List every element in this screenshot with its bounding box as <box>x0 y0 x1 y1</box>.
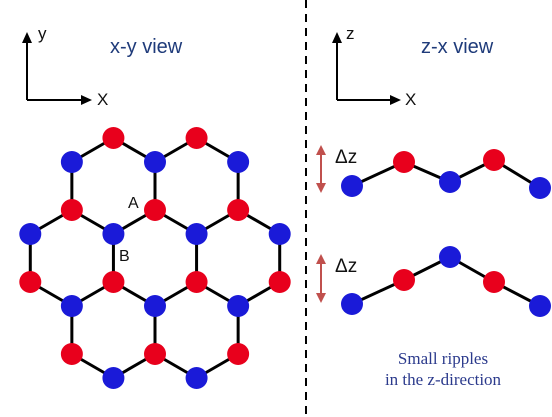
blue-atom <box>439 171 461 193</box>
ripple-chain-2 <box>341 246 551 317</box>
ripple-height-arrow-2 <box>316 254 326 303</box>
site-label-b: B <box>119 248 130 265</box>
blue-atom <box>60 151 83 173</box>
red-atom <box>102 271 125 293</box>
ripple-caption: Small ripples in the z-direction <box>358 348 528 390</box>
blue-atom <box>185 223 208 245</box>
blue-atom <box>341 293 363 315</box>
red-atom <box>227 343 250 365</box>
zx-view-title: z-x view <box>421 36 494 58</box>
red-atom <box>60 199 83 221</box>
blue-atom <box>19 223 42 245</box>
red-atom <box>102 127 125 149</box>
blue-atom <box>102 223 125 245</box>
red-atom <box>144 343 166 365</box>
red-atom <box>144 199 166 221</box>
ripple-height-label-1: Δz <box>335 147 358 168</box>
red-atom <box>60 343 83 365</box>
red-atom <box>185 271 208 293</box>
zx-axes <box>332 32 401 105</box>
blue-atom <box>102 367 125 389</box>
red-atom <box>393 151 415 173</box>
blue-atom <box>227 295 250 317</box>
blue-atom <box>185 367 208 389</box>
blue-atom <box>268 223 291 245</box>
blue-atom <box>227 151 250 173</box>
blue-atom <box>529 295 551 317</box>
red-atom <box>19 271 42 293</box>
xy-axes <box>22 32 92 105</box>
xy-axis-y-label: y <box>38 24 47 43</box>
red-atom <box>227 199 250 221</box>
blue-atom <box>341 175 363 197</box>
site-label-a: A <box>128 195 139 212</box>
zx-axis-x-label: X <box>405 90 417 109</box>
xy-axis-x-label: X <box>97 90 109 109</box>
red-atom <box>483 149 505 171</box>
ripple-height-label-2: Δz <box>335 256 358 277</box>
ripple-height-arrow-1 <box>316 145 326 193</box>
zx-axis-z-label: z <box>346 24 355 43</box>
caption-line-1: Small ripples <box>397 349 489 368</box>
red-atom <box>268 271 291 293</box>
blue-atom <box>144 151 166 173</box>
blue-atom <box>529 177 551 199</box>
red-atom <box>185 127 208 149</box>
blue-atom <box>60 295 83 317</box>
red-atom <box>393 269 415 291</box>
caption-line-2: in the z-direction <box>384 370 502 389</box>
blue-atom <box>144 295 166 317</box>
honeycomb-lattice <box>19 127 291 389</box>
ripple-chain-1 <box>341 149 551 199</box>
red-atom <box>483 271 505 293</box>
blue-atom <box>439 246 461 268</box>
xy-view-title: x-y view <box>110 36 183 58</box>
